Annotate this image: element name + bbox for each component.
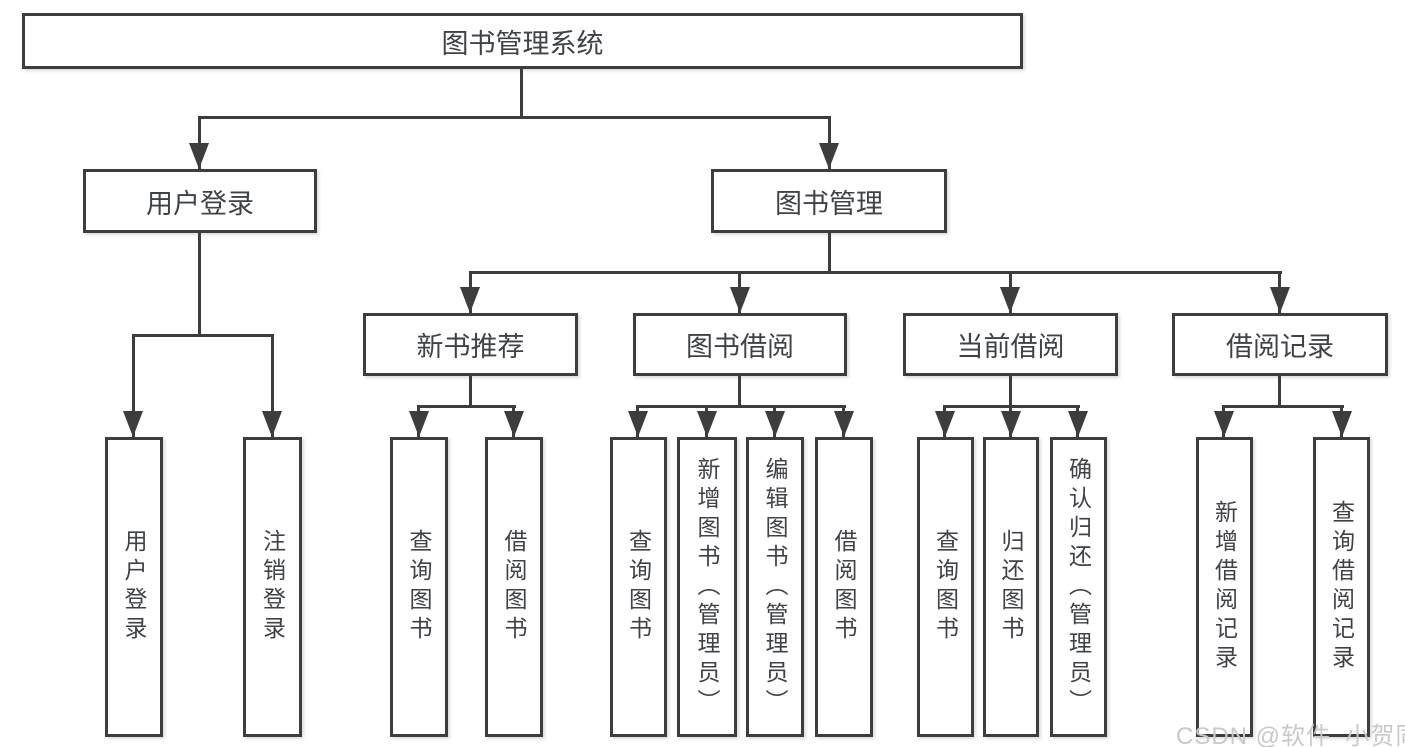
leaf-query-books-recommend: 查询图书 xyxy=(390,437,448,737)
leaf-add-borrow-record: 新增借阅记录 xyxy=(1196,437,1253,737)
arrow-down-icon xyxy=(628,411,648,437)
connector-line xyxy=(828,233,831,274)
connector-line xyxy=(469,271,1282,274)
leaf-query-books-borrowing: 查询图书 xyxy=(610,437,667,737)
arrow-down-icon xyxy=(1332,411,1352,437)
arrow-down-icon xyxy=(819,143,839,169)
node-user-login: 用户登录 xyxy=(83,169,317,233)
connector-line xyxy=(198,116,831,119)
leaf-borrow-books-recommend: 借阅图书 xyxy=(485,437,543,737)
arrow-down-icon xyxy=(935,411,955,437)
leaf-logout: 注销登录 xyxy=(243,437,302,737)
connector-line xyxy=(132,334,274,337)
connector-line xyxy=(636,405,846,408)
arrow-down-icon xyxy=(1001,411,1021,437)
connector-line xyxy=(1222,405,1344,408)
arrow-down-icon xyxy=(409,411,429,437)
node-book-management: 图书管理 xyxy=(711,169,947,233)
node-borrowing-records: 借阅记录 xyxy=(1172,313,1388,376)
arrow-down-icon xyxy=(1068,411,1088,437)
connector-line xyxy=(738,376,741,408)
leaf-query-borrow-record: 查询借阅记录 xyxy=(1313,437,1370,737)
leaf-confirm-return-admin: 确认归还（管理员） xyxy=(1050,437,1107,737)
connector-line xyxy=(469,376,472,408)
leaf-return-books: 归还图书 xyxy=(983,437,1039,737)
arrow-down-icon xyxy=(697,411,717,437)
node-book-borrowing: 图书借阅 xyxy=(633,313,847,376)
node-library-management-system: 图书管理系统 xyxy=(22,13,1023,69)
leaf-query-books-current: 查询图书 xyxy=(917,437,974,737)
node-new-book-recommend: 新书推荐 xyxy=(363,313,578,376)
arrow-down-icon xyxy=(123,411,143,437)
arrow-down-icon xyxy=(1000,287,1020,313)
arrow-down-icon xyxy=(730,287,750,313)
connector-line xyxy=(828,116,831,169)
arrow-down-icon xyxy=(765,411,785,437)
csdn-watermark: CSDN @软件_小贺同学 xyxy=(1176,723,1405,747)
arrow-down-icon xyxy=(1214,411,1234,437)
connector-line xyxy=(132,334,135,438)
arrow-down-icon xyxy=(1270,287,1290,313)
connector-line xyxy=(198,116,201,169)
leaf-add-book-admin: 新增图书（管理员） xyxy=(677,437,737,737)
arrow-down-icon xyxy=(504,411,524,437)
connector-line xyxy=(198,233,201,337)
leaf-borrow-books: 借阅图书 xyxy=(815,437,873,737)
leaf-edit-book-admin: 编辑图书（管理员） xyxy=(746,437,804,737)
arrow-down-icon xyxy=(262,411,282,437)
arrow-down-icon xyxy=(189,143,209,169)
connector-line xyxy=(417,405,516,408)
connector-line xyxy=(520,69,523,119)
connector-line xyxy=(271,334,274,438)
node-current-borrowing: 当前借阅 xyxy=(903,313,1118,376)
leaf-user-login: 用户登录 xyxy=(105,437,163,737)
connector-line xyxy=(1278,376,1281,408)
connector-line xyxy=(1009,376,1012,408)
arrow-down-icon xyxy=(834,411,854,437)
arrow-down-icon xyxy=(460,287,480,313)
